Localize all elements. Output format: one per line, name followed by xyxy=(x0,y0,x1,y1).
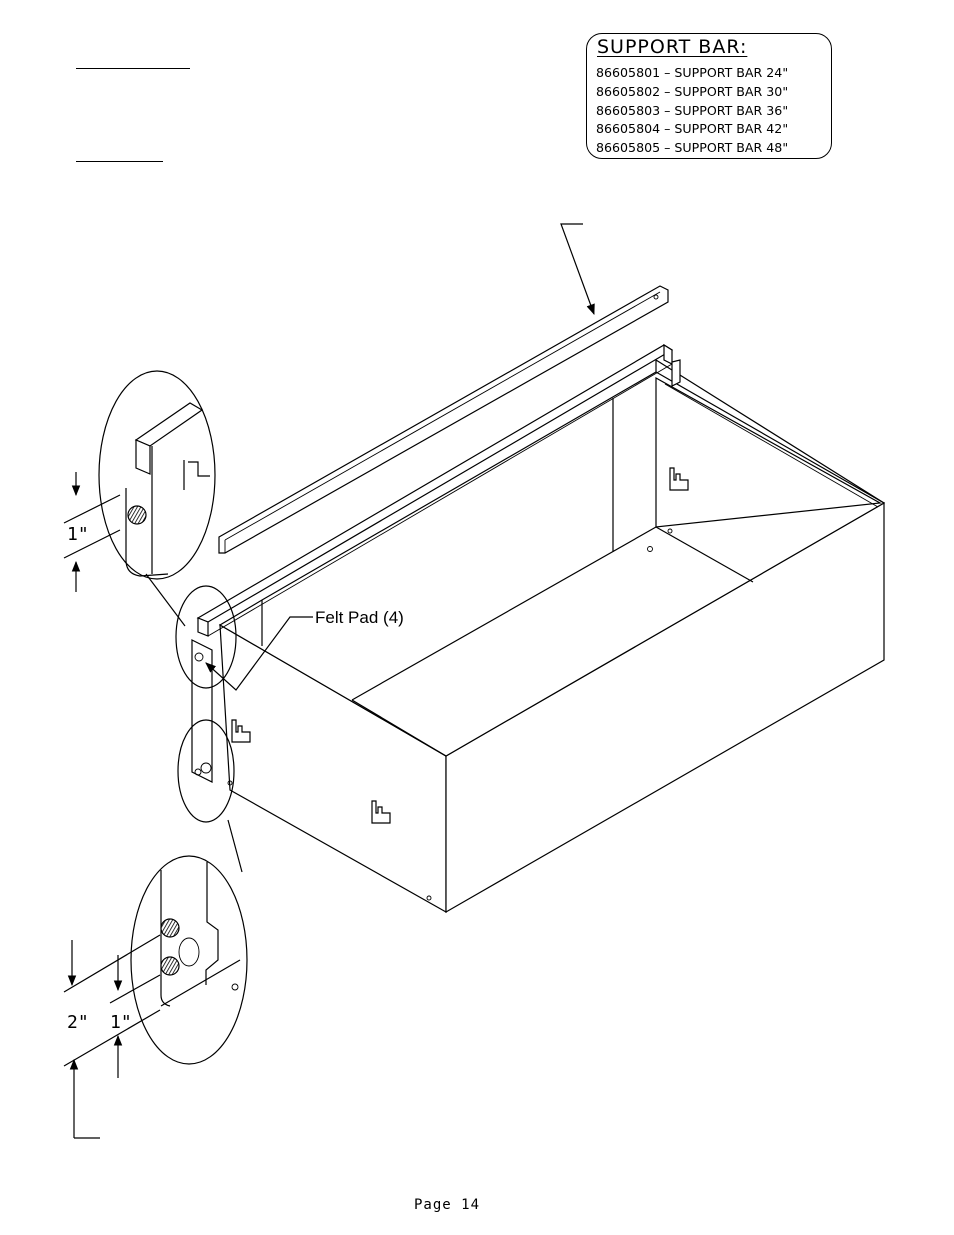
support-bar-item: 86605802 – SUPPORT BAR 30" xyxy=(596,83,789,99)
bottom-detail: 2" 1" xyxy=(63,819,248,1139)
part-number: 86605804 xyxy=(596,121,661,137)
part-size: 30" xyxy=(766,83,789,99)
support-bar-item: 86605801 – SUPPORT BAR 24" xyxy=(596,65,789,80)
side-flange xyxy=(191,639,213,783)
page-number: Page 14 xyxy=(414,1197,481,1213)
part-number: 86605803 xyxy=(596,102,661,118)
drawer-box xyxy=(218,358,886,914)
detail-ring-top xyxy=(175,585,237,689)
part-number: 86605805 xyxy=(596,140,661,156)
part-desc: SUPPORT BAR xyxy=(674,102,763,118)
part-number: 86605802 xyxy=(596,83,661,99)
heading-rule-1 xyxy=(76,68,190,69)
dim-1in-bottom: 1" xyxy=(110,1012,132,1033)
support-bar-list: 86605801 – SUPPORT BAR 24" 86605802 – SU… xyxy=(596,64,788,158)
support-bar xyxy=(218,285,669,554)
support-bar-item: 86605804 – SUPPORT BAR 42" xyxy=(596,121,789,137)
part-desc: SUPPORT BAR xyxy=(674,65,763,80)
felt-pad-label: Felt Pad (4) xyxy=(315,608,404,627)
installed-support-bar xyxy=(196,343,681,637)
detail-ring-bottom xyxy=(177,719,235,823)
top-detail: 1" xyxy=(63,370,216,627)
dim-1in-top: 1" xyxy=(67,524,89,545)
part-desc: SUPPORT BAR xyxy=(674,83,763,99)
heading-rule-2 xyxy=(76,161,163,162)
support-bar-table: SUPPORT BAR: 86605801 – SUPPORT BAR 24" … xyxy=(586,33,832,159)
part-desc: SUPPORT BAR xyxy=(674,140,763,156)
support-bar-item: 86605803 – SUPPORT BAR 36" xyxy=(596,102,789,118)
felt-pad-leader xyxy=(205,616,313,691)
part-size: 24" xyxy=(766,65,789,80)
support-bar-item: 86605805 – SUPPORT BAR 48" xyxy=(596,140,789,156)
part-number: 86605801 xyxy=(596,65,661,80)
part-size: 42" xyxy=(766,121,789,137)
dim-2in-bottom: 2" xyxy=(67,1012,89,1033)
support-bar-title: SUPPORT BAR: xyxy=(597,36,748,58)
support-bar-leader xyxy=(560,223,595,316)
part-size: 48" xyxy=(766,140,789,156)
part-desc: SUPPORT BAR xyxy=(674,121,763,137)
part-size: 36" xyxy=(766,102,789,118)
